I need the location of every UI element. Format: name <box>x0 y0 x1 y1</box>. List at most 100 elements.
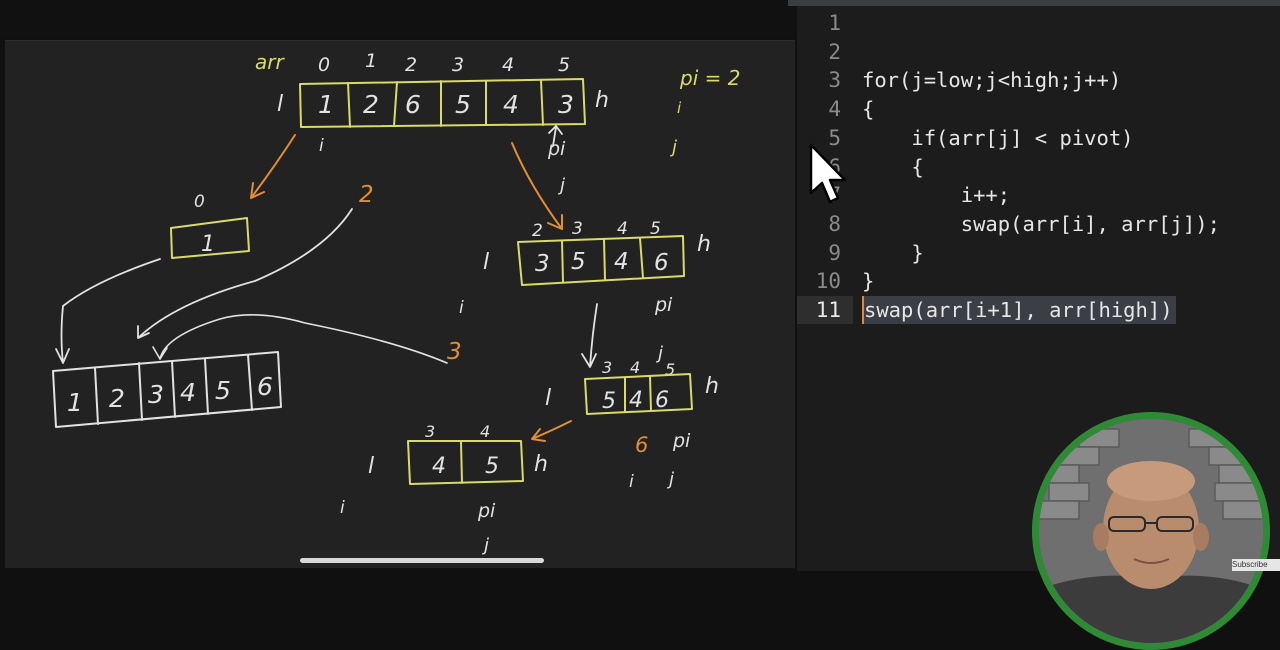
pi-equals-note: pi = 2 <box>679 66 740 90</box>
top-index-5: 5 <box>558 54 570 76</box>
line-number: 2 <box>828 39 841 64</box>
inner-index-2: 5 <box>665 360 675 379</box>
final-value-0: 1 <box>67 388 83 417</box>
top-j-label: j <box>557 175 565 196</box>
top-index-0: 0 <box>318 54 330 76</box>
final-value-1: 2 <box>109 384 125 413</box>
line-number: 3 <box>828 68 841 93</box>
top-index-4: 4 <box>502 54 514 76</box>
code-text: } <box>862 269 875 294</box>
right-i-label: i <box>459 298 464 318</box>
inner-subarray-values: 5 4 6 <box>602 388 669 414</box>
whiteboard-canvas[interactable]: arr 0 1 2 3 4 5 l 1 2 6 5 4 3 h pi j <box>5 40 795 568</box>
code-text: for(j=low;j<high;j++) <box>862 68 1122 93</box>
curve-3-to-final <box>159 314 448 364</box>
right-index-3: 5 <box>650 219 661 239</box>
code-line-2[interactable]: 2 <box>797 38 1280 66</box>
inner-value-0: 5 <box>602 389 616 414</box>
code-line-10[interactable]: 10 } <box>797 267 1280 295</box>
code-text: swap(arr[i], arr[j]); <box>862 211 1220 236</box>
right-index-0: 2 <box>532 221 543 241</box>
right-pi-label: pi <box>654 294 673 316</box>
line-number: 4 <box>828 97 841 122</box>
final-value-2: 3 <box>148 380 164 409</box>
bottom-subarray-indices: 3 4 <box>425 422 490 441</box>
bottom-h-label: h <box>534 452 548 477</box>
bottom-subarray-values: 4 5 <box>432 454 499 479</box>
top-array-box <box>299 78 586 128</box>
inner-pi-label: pi <box>672 430 691 452</box>
note-j-label: j <box>669 137 677 158</box>
right-subarray-indices: 2 3 4 5 <box>532 219 661 241</box>
right-subarray-box <box>517 235 685 286</box>
top-value-4: 4 <box>503 90 519 119</box>
whiteboard-scrollbar[interactable] <box>300 558 544 563</box>
right-value-3: 6 <box>654 250 669 276</box>
arrow-to-bottom-subarray <box>531 420 572 442</box>
inner-subarray-box <box>584 373 693 415</box>
top-array-values: 1 2 6 5 4 3 <box>318 90 574 119</box>
final-value-3: 4 <box>180 378 196 407</box>
top-h-label: h <box>595 88 609 113</box>
code-line-3[interactable]: 3 for(j=low;j<high;j++) <box>797 66 1280 94</box>
final-value-5: 6 <box>257 372 273 401</box>
top-pi-label: pi <box>547 138 566 160</box>
inner-l-label: l <box>545 386 551 411</box>
inner-subarray-indices: 3 4 5 <box>602 358 675 379</box>
code-line-7[interactable]: 7 i++; <box>797 181 1280 209</box>
final-array-box <box>52 351 282 428</box>
curve-left-to-final <box>55 258 161 364</box>
pivot-6-label: 6 <box>635 433 648 457</box>
presenter-webcam <box>1032 412 1270 650</box>
top-index-3: 3 <box>452 54 464 76</box>
inner-index-0: 3 <box>602 358 612 377</box>
code-line-1[interactable]: 1 <box>797 9 1280 37</box>
code-line-11-current[interactable]: 11 swap(arr[i+1], arr[high]) <box>797 296 1280 324</box>
inner-i-label: i <box>629 472 634 492</box>
bottom-i-label: i <box>340 498 345 518</box>
right-h-label: h <box>697 232 711 257</box>
editor-tab-strip <box>788 0 1280 6</box>
curve-2-to-final <box>137 208 353 339</box>
final-array-values: 1 2 3 4 5 6 <box>67 372 273 417</box>
code-text: { <box>862 97 875 122</box>
line-number: 1 <box>828 11 841 35</box>
right-value-2: 4 <box>614 249 629 275</box>
presenter-avatar <box>1039 419 1263 643</box>
top-value-1: 2 <box>363 90 379 119</box>
inner-value-1: 4 <box>629 388 643 413</box>
bottom-value-0: 4 <box>432 454 446 479</box>
top-value-5: 3 <box>558 90 574 119</box>
bottom-l-label: l <box>368 454 374 479</box>
line-number: 9 <box>828 240 841 265</box>
inner-h-label: h <box>705 374 719 399</box>
top-value-3: 5 <box>455 90 471 119</box>
current-line-gutter-highlight <box>797 296 853 324</box>
code-line-6[interactable]: 6 { <box>797 153 1280 181</box>
line-number: 11 <box>815 298 841 322</box>
top-pointer-arrow <box>548 125 563 147</box>
code-text: i++; <box>862 183 1011 208</box>
note-i-label: i <box>677 99 682 117</box>
top-index-1: 1 <box>365 50 377 72</box>
top-value-2: 6 <box>405 90 421 119</box>
subscribe-badge[interactable]: Subscribe <box>1232 559 1280 571</box>
top-value-0: 1 <box>318 90 334 119</box>
left-value: 1 <box>201 232 215 257</box>
bottom-j-label: j <box>481 535 489 556</box>
final-value-4: 5 <box>215 376 231 405</box>
top-index-2: 2 <box>405 54 417 76</box>
code-line-9[interactable]: 9 } <box>797 239 1280 267</box>
right-index-2: 4 <box>617 219 628 239</box>
top-i-label: i <box>319 136 324 156</box>
right-subarray-values: 3 5 4 6 <box>535 249 669 277</box>
bottom-subarray-box <box>407 440 524 485</box>
bottom-index-0: 3 <box>425 422 435 441</box>
arr-label: arr <box>255 50 285 74</box>
code-line-4[interactable]: 4 { <box>797 95 1280 123</box>
code-line-8[interactable]: 8 swap(arr[i], arr[j]); <box>797 210 1280 238</box>
right-j-label: j <box>655 343 663 364</box>
code-line-5[interactable]: 5 if(arr[j] < pivot) <box>797 124 1280 152</box>
mouse-pointer-icon <box>809 143 847 204</box>
code-text: if(arr[j] < pivot) <box>862 125 1134 150</box>
